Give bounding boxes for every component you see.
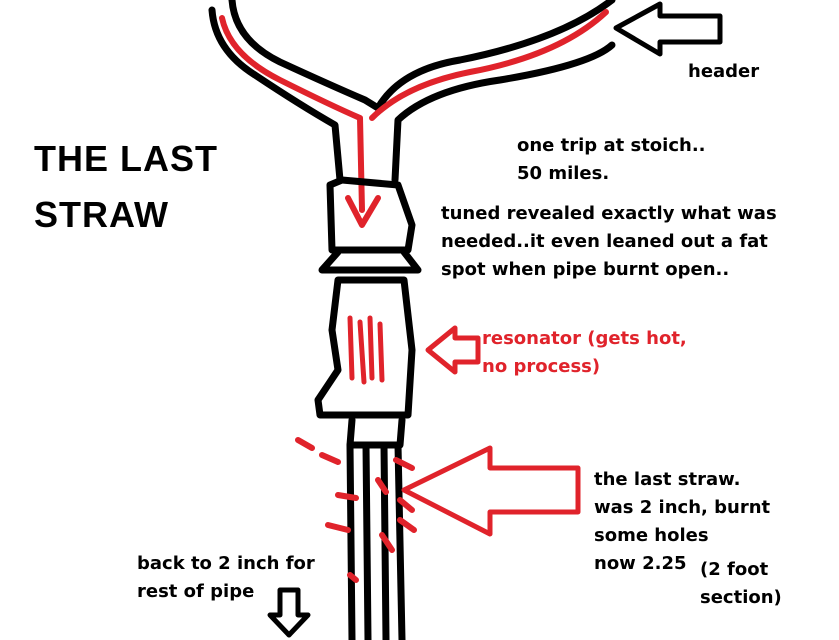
title-line-2: STRAW [34,194,169,235]
arrow-left-icon [613,1,723,57]
tailpipe-outline [362,441,372,640]
header-pipe-outline [208,6,344,184]
trip-note-line-1: one trip at stoich.. [517,135,706,156]
back-note-line-2: rest of pipe [137,581,255,602]
section-note-line-1: (2 foot [700,559,769,580]
pipe-neck-outline [346,416,406,449]
flow-arrow-icon [345,195,381,228]
last-straw-note-line-1: the last straw. [594,469,741,490]
header-label: header [688,61,760,82]
burn-marks [295,437,417,583]
resonator-label-line-1: resonator (gets hot, [482,328,687,349]
arrow-left-icon [425,325,481,375]
flange-outline [318,248,422,274]
arrow-left-icon [401,445,581,537]
tuned-note-line-2: needed..it even leaned out a fat [441,231,768,252]
flow-path [369,9,609,121]
section-note-line-2: section) [700,587,782,608]
title-line-1: THE LAST [34,138,218,179]
back-note-line-1: back to 2 inch for [137,553,315,574]
last-straw-note-line-4: now 2.25 [594,553,687,574]
tuned-note-line-3: spot when pipe burnt open.. [441,259,730,280]
header-pipe-outline [228,0,382,112]
resonator-label-line-2: no process) [482,356,601,377]
last-straw-note-line-3: some holes [594,525,709,546]
collector-outline [326,176,416,254]
trip-note-line-2: 50 miles. [517,163,610,184]
arrow-down-icon [267,587,311,638]
tailpipe-outline [394,441,406,640]
last-straw-note-line-2: was 2 inch, burnt [594,497,771,518]
tailpipe-outline [346,441,356,640]
tuned-note-line-1: tuned revealed exactly what was [441,203,777,224]
resonator-outline [314,276,416,419]
flow-path [219,15,365,213]
header-pipe-outline [374,0,616,112]
header-pipe-outline [391,41,616,184]
resonator-heat [347,315,385,385]
